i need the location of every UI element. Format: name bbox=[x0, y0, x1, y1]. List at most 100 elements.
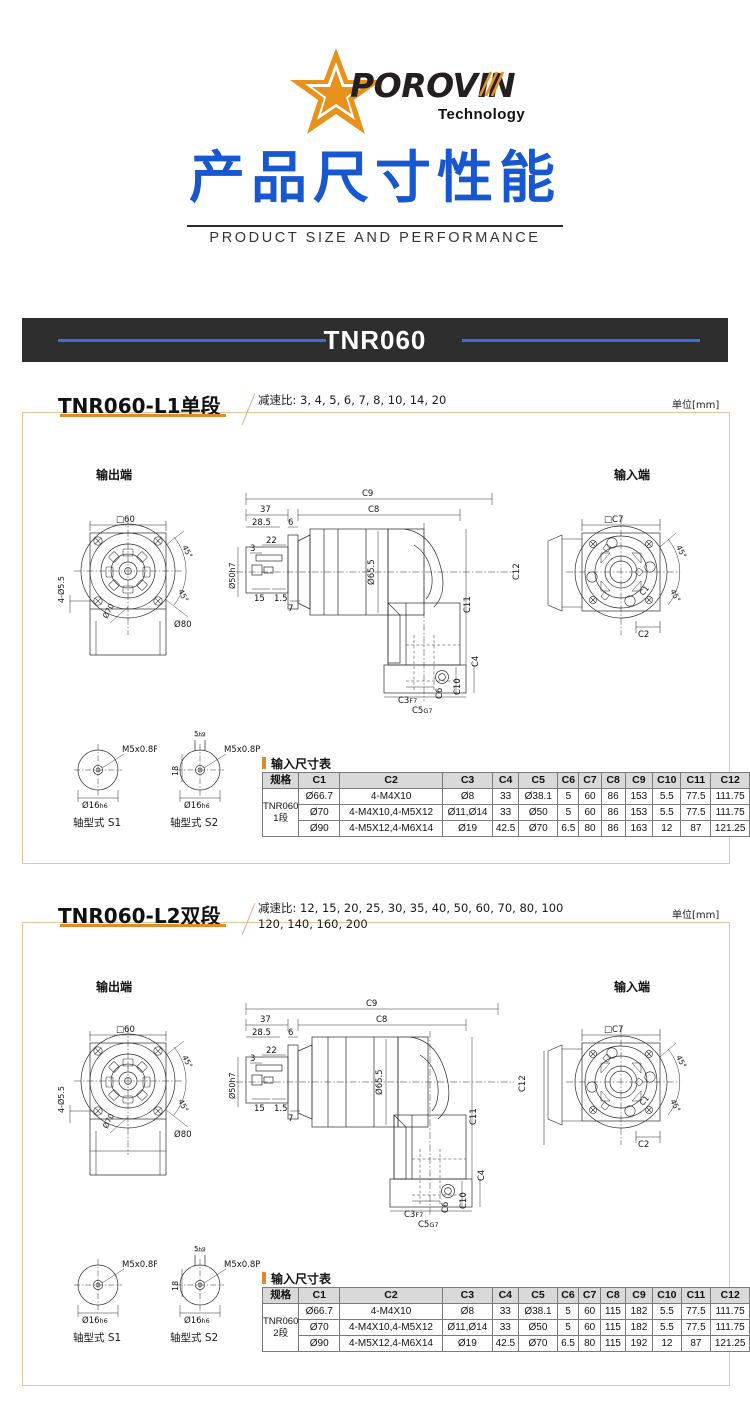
cell: 77.5 bbox=[680, 1303, 712, 1320]
svg-text:C3F7: C3F7 bbox=[398, 696, 417, 706]
cell: 42.5 bbox=[491, 1335, 519, 1352]
table-header-row: 规格 C1 C2 C3 C4 C5 C6 C7 C8 C9 C10 C11 C1… bbox=[261, 772, 750, 789]
table-row: Ø90 4-M5X12,4-M6X14 Ø19 42.5 Ø70 6.5 80 … bbox=[263, 820, 750, 837]
section-1-title-underline bbox=[60, 414, 226, 417]
section-2-output-label: 输出端 bbox=[96, 980, 133, 994]
brand-logo-area: POROVI N Technology bbox=[0, 44, 750, 144]
svg-text:M5x0.8P: M5x0.8P bbox=[224, 745, 260, 755]
th-c2: C2 bbox=[339, 1287, 443, 1304]
banner-model-name: TNR060 bbox=[323, 325, 427, 355]
cell: 121.25 bbox=[710, 1335, 750, 1352]
section-1-side-drawing: C9 37 C8 28.5 6 3 22 15 1.5 7 C3F7 C5G7 … bbox=[228, 485, 518, 750]
th-c6: C6 bbox=[557, 772, 580, 789]
cell: 33 bbox=[492, 788, 520, 805]
th-c4: C4 bbox=[491, 1287, 519, 1304]
star-icon bbox=[290, 48, 382, 134]
cell: 77.5 bbox=[680, 788, 712, 805]
section-1-ratio: 减速比: 3, 4, 5, 6, 7, 8, 10, 14, 20 bbox=[258, 392, 446, 408]
section-1-unit: 单位[mm] bbox=[672, 400, 720, 411]
svg-text:37: 37 bbox=[260, 505, 271, 515]
ratio-values: 3, 4, 5, 6, 7, 8, 10, 14, 20 bbox=[300, 393, 447, 407]
th-c10: C10 bbox=[652, 1287, 682, 1304]
cell: Ø70 bbox=[298, 1319, 341, 1336]
cell: 192 bbox=[624, 1335, 654, 1352]
svg-text:5h9: 5h9 bbox=[194, 730, 206, 738]
th-c11: C11 bbox=[680, 772, 712, 789]
th-c8: C8 bbox=[600, 1287, 626, 1304]
svg-text:15: 15 bbox=[254, 1104, 265, 1114]
section-1-c12-label: C12 bbox=[512, 563, 522, 580]
cell: Ø50 bbox=[518, 804, 559, 821]
th-c6: C6 bbox=[557, 1287, 579, 1304]
cell: Ø19 bbox=[442, 820, 494, 837]
cell: 86 bbox=[600, 804, 626, 821]
cell: 4-M4X10,4-M5X12 bbox=[339, 1319, 443, 1336]
th-c12: C12 bbox=[710, 1287, 750, 1304]
cell: 60 bbox=[577, 1319, 602, 1336]
cell: 12 bbox=[652, 820, 682, 837]
svg-text:M5x0.8P: M5x0.8P bbox=[224, 1260, 260, 1270]
svg-text:45°: 45° bbox=[176, 1098, 190, 1114]
th-c11: C11 bbox=[680, 1287, 712, 1304]
ratio-values: 12, 15, 20, 25, 30, 35, 40, 50, 60, 70, … bbox=[258, 901, 564, 931]
cell: 5 bbox=[557, 1319, 579, 1336]
svg-text:C10: C10 bbox=[459, 1192, 469, 1209]
section-2-output-drawing: □60 Ø80 4-Ø5.5 Ø70 45° 45° bbox=[50, 1005, 235, 1180]
table-row: Ø70 4-M4X10,4-M5X12 Ø11,Ø14 33 Ø50 5 60 … bbox=[263, 804, 750, 821]
brand-wordmark: POROVI N bbox=[350, 66, 516, 105]
cell: 111.75 bbox=[710, 788, 750, 805]
svg-text:5h9: 5h9 bbox=[194, 1245, 206, 1253]
section-1-output-drawing: □60 Ø80 4-Ø5.5 Ø70 45° 45° bbox=[50, 495, 235, 660]
svg-text:18: 18 bbox=[171, 1281, 180, 1291]
cell: Ø70 bbox=[517, 1335, 559, 1352]
cell: 6.5 bbox=[557, 1335, 579, 1352]
cell: 115 bbox=[600, 1303, 626, 1320]
th-c3: C3 bbox=[441, 1287, 493, 1304]
model-line-2: 1段 bbox=[273, 812, 289, 824]
cell: 111.75 bbox=[710, 804, 750, 821]
section-1-shaft-s1-drawing: M5x0.8P Ø16h6 bbox=[62, 738, 157, 810]
section-2-c12-label: C12 bbox=[518, 1075, 528, 1092]
th-c8: C8 bbox=[600, 772, 626, 789]
cell: 60 bbox=[577, 1303, 602, 1320]
svg-text:Ø50h7: Ø50h7 bbox=[228, 562, 237, 589]
svg-text:M5x0.8P: M5x0.8P bbox=[122, 745, 157, 755]
svg-text:□C7: □C7 bbox=[604, 1025, 623, 1035]
svg-text:7: 7 bbox=[288, 604, 293, 614]
section-2-table-caption: 输入尺寸表 bbox=[262, 1270, 331, 1287]
th-c5: C5 bbox=[517, 1287, 559, 1304]
cell-model: TNR060 1段 bbox=[261, 788, 300, 837]
table-row: Ø90 4-M5X12,4-M6X14 Ø19 42.5 Ø70 6.5 80 … bbox=[263, 1335, 750, 1352]
cell: 5.5 bbox=[652, 804, 682, 821]
caption-marker bbox=[262, 757, 266, 769]
cell: 87 bbox=[680, 1335, 712, 1352]
svg-text:Ø80: Ø80 bbox=[174, 1129, 192, 1140]
cell: Ø90 bbox=[298, 1335, 341, 1352]
svg-text:Ø80: Ø80 bbox=[174, 619, 192, 630]
ratio-label: 减速比: bbox=[258, 393, 297, 407]
section-1-input-label: 输入端 bbox=[614, 468, 651, 482]
th-c4: C4 bbox=[492, 772, 520, 789]
svg-text:C8: C8 bbox=[368, 505, 379, 515]
svg-text:28.5: 28.5 bbox=[252, 1028, 271, 1038]
caption-text: 输入尺寸表 bbox=[271, 1272, 332, 1286]
th-c12: C12 bbox=[710, 772, 750, 789]
model-line-1: TNR060 bbox=[263, 800, 299, 812]
section-2-shaft-s1-label: 轴型式 S1 bbox=[73, 1332, 122, 1344]
cell: 4-M4X10,4-M5X12 bbox=[339, 804, 444, 821]
cell: 33 bbox=[491, 1303, 519, 1320]
cell: 5.5 bbox=[652, 788, 682, 805]
cell: 163 bbox=[624, 820, 654, 837]
cell: Ø38.1 bbox=[518, 788, 559, 805]
cell: Ø11,Ø14 bbox=[441, 1319, 493, 1336]
svg-text:22: 22 bbox=[266, 1046, 277, 1056]
svg-text:18: 18 bbox=[171, 766, 180, 776]
section-2-spec-table: 规格 C1 C2 C3 C4 C5 C6 C7 C8 C9 C10 C11 C1… bbox=[261, 1287, 750, 1352]
svg-text:C3F7: C3F7 bbox=[404, 1210, 423, 1220]
svg-text:Ø70: Ø70 bbox=[101, 602, 116, 620]
cell: Ø50 bbox=[517, 1319, 559, 1336]
svg-text:Ø16h6: Ø16h6 bbox=[184, 1315, 210, 1325]
cell: 33 bbox=[492, 804, 520, 821]
cell: 77.5 bbox=[680, 804, 712, 821]
